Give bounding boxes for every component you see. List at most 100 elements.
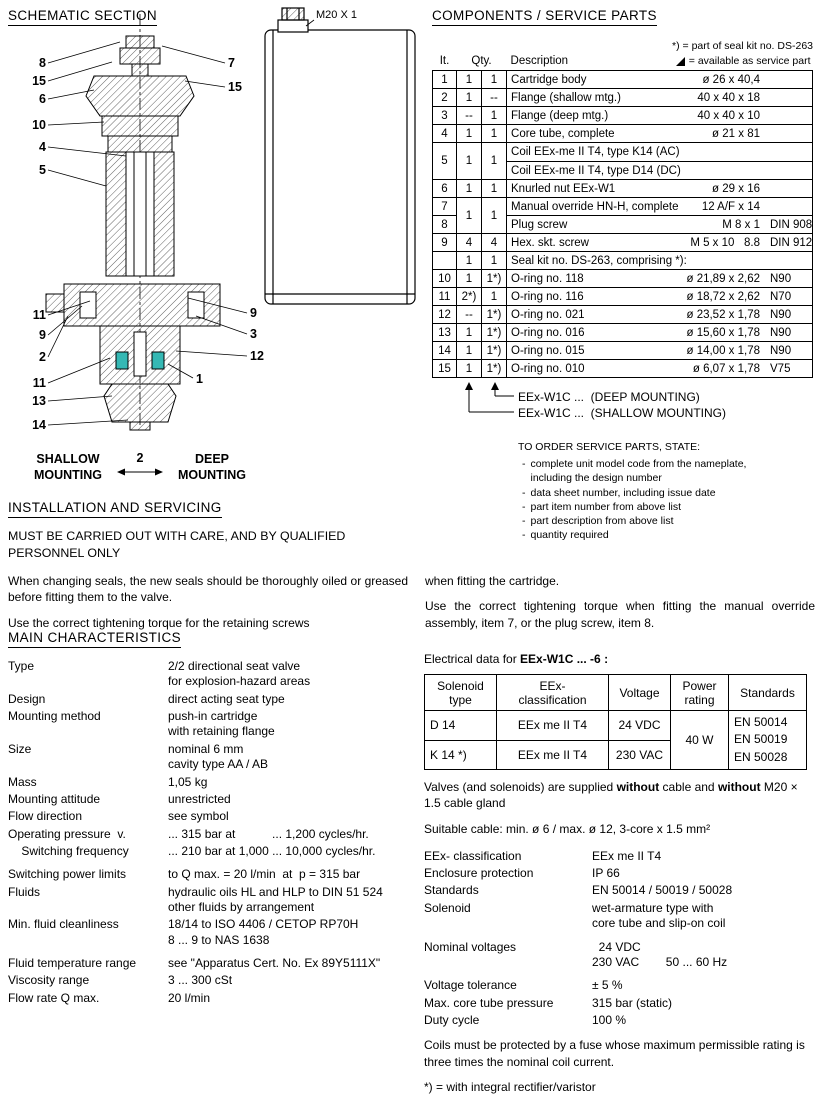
item-no: 5 [432, 142, 457, 180]
characteristic-value: 18/14 to ISO 4406 / CETOP RP70H 8 ... 9 … [168, 917, 359, 947]
callout-labels: 8 15 6 10 4 5 7 15 11 9 2 11 13 14 9 3 1… [32, 56, 264, 432]
qty-shallow: 1 [456, 323, 482, 342]
service-part-marker-icon [675, 56, 685, 66]
characteristic-key: Mounting attitude [8, 791, 101, 806]
callout-label: 15 [32, 74, 46, 88]
electrical-header-row: Solenoid type EEx- classification Voltag… [424, 674, 807, 711]
model-variant-arrows: EEx-W1C ... (DEEP MOUNTING) EEx-W1C ... … [432, 382, 815, 428]
schematic-section-title: SCHEMATIC SECTION [8, 8, 158, 26]
qty-shallow: 1 [456, 197, 482, 234]
item-no: 13 [432, 323, 457, 342]
cable-supply-note: Valves (and solenoids) are supplied with… [424, 780, 798, 811]
characteristic-value: nominal 6 mm cavity type AA / AB [168, 741, 269, 772]
double-arrow-icon [117, 468, 163, 476]
installation-left-column: When changing seals, the new seals shoul… [8, 573, 408, 641]
qty-deep: 1 [480, 179, 508, 198]
electrical-note-value: ± 5 % [592, 978, 623, 993]
coil-section-left [105, 151, 127, 277]
voltage: 230 VAC [608, 739, 671, 771]
to-order-title: TO ORDER SERVICE PARTS, STATE: [518, 441, 701, 453]
electrical-note-key: Voltage tolerance [424, 978, 517, 993]
callout-label: 6 [39, 92, 46, 106]
item-no: 7 [432, 197, 457, 216]
mounting-dimension: 2 [114, 451, 166, 480]
to-order-instructions: TO ORDER SERVICE PARTS, STATE: -complete… [518, 440, 815, 542]
item-no: 6 [432, 179, 457, 198]
item-no [432, 251, 457, 270]
qty-shallow: 1 [456, 124, 482, 143]
solenoid-type: K 14 *) [424, 739, 497, 771]
qty-shallow: -- [456, 106, 482, 125]
characteristic-value: to Q max. = 20 l/min at p = 315 bar [168, 867, 361, 882]
characteristic-key: Flow rate Q max. [8, 990, 100, 1005]
core-tube-section [125, 151, 155, 277]
characteristic-value: see symbol [168, 809, 229, 824]
retaining-screw-hole [187, 291, 205, 319]
electrical-note-value: 100 % [592, 1012, 627, 1027]
item-no: 14 [432, 341, 457, 360]
characteristic-key: Min. fluid cleanliness [8, 917, 119, 932]
qty-shallow: 1 [456, 70, 482, 89]
characteristic-value: push-in cartridge with retaining flange [168, 709, 275, 739]
callout-label: 9 [250, 306, 257, 320]
callout-label: 11 [33, 376, 46, 390]
characteristic-key: Operating pressure v. [8, 826, 126, 841]
knurled-nut-section [85, 75, 195, 117]
parts-row: 1 1 Seal kit no. DS-263, comprising *): [432, 251, 813, 270]
description-cell: Flange (shallow mtg.)40 x 40 x 18 [506, 88, 813, 107]
qty-shallow: 1 [456, 251, 482, 270]
description-cell: Seal kit no. DS-263, comprising *): [506, 251, 813, 270]
characteristic-value: direct acting seat type [168, 691, 285, 706]
characteristic-value: 20 l/min [168, 990, 211, 1005]
qty-deep: 1 [480, 197, 508, 234]
m20-leader-line [305, 19, 315, 27]
components-section: COMPONENTS / SERVICE PARTS *) = part of … [432, 8, 815, 542]
parts-row: 5 1 1 Coil EEx-me II T4, type K14 (AC) C… [432, 142, 813, 180]
item-no: 4 [432, 124, 457, 143]
valve-cross-section-drawing: M20 X 1 [32, 7, 416, 432]
qty-shallow: 1 [456, 359, 482, 378]
callout-label: 2 [136, 451, 144, 465]
model-code-deep: EEx-W1C ... (DEEP MOUNTING) [518, 390, 700, 404]
paragraph: Use the correct tightening torque when f… [425, 599, 815, 630]
qty-shallow: -- [456, 305, 482, 324]
qty-deep: 1 [480, 287, 508, 306]
electrical-data-title: Electrical data for EEx-W1C ... -6 : [424, 652, 609, 666]
qty-shallow: 1 [456, 269, 482, 288]
list-item: -complete unit model code from the namep… [522, 458, 747, 485]
eex-classification-header: EEx- classification [496, 674, 609, 711]
o-ring-seal-highlight [115, 351, 129, 370]
list-item: -data sheet number, including issue date [522, 486, 716, 499]
qty-deep: 1*) [480, 341, 508, 360]
service-part-note: = available as service part [675, 55, 811, 67]
item-no: 12 [432, 305, 457, 324]
characteristic-key: Type [8, 659, 35, 673]
installation-section-title: INSTALLATION AND SERVICING [8, 500, 222, 518]
characteristic-key: Viscosity range [8, 973, 90, 988]
standards-header: Standards [728, 674, 807, 711]
characteristic-key: Mounting method [8, 709, 101, 724]
eex-classification: EEx me II T4 [496, 710, 609, 741]
item-column-header: It. [439, 55, 450, 67]
seal-kit-note: *) = part of seal kit no. DS-263 [672, 40, 813, 52]
item-no: 1 [432, 70, 457, 89]
paragraph: Use the correct tightening torque for th… [8, 615, 310, 630]
paragraph: when fitting the cartridge. [425, 573, 560, 588]
model-code-shallow: EEx-W1C ... (SHALLOW MOUNTING) [518, 406, 727, 420]
components-section-title: COMPONENTS / SERVICE PARTS [432, 8, 657, 26]
